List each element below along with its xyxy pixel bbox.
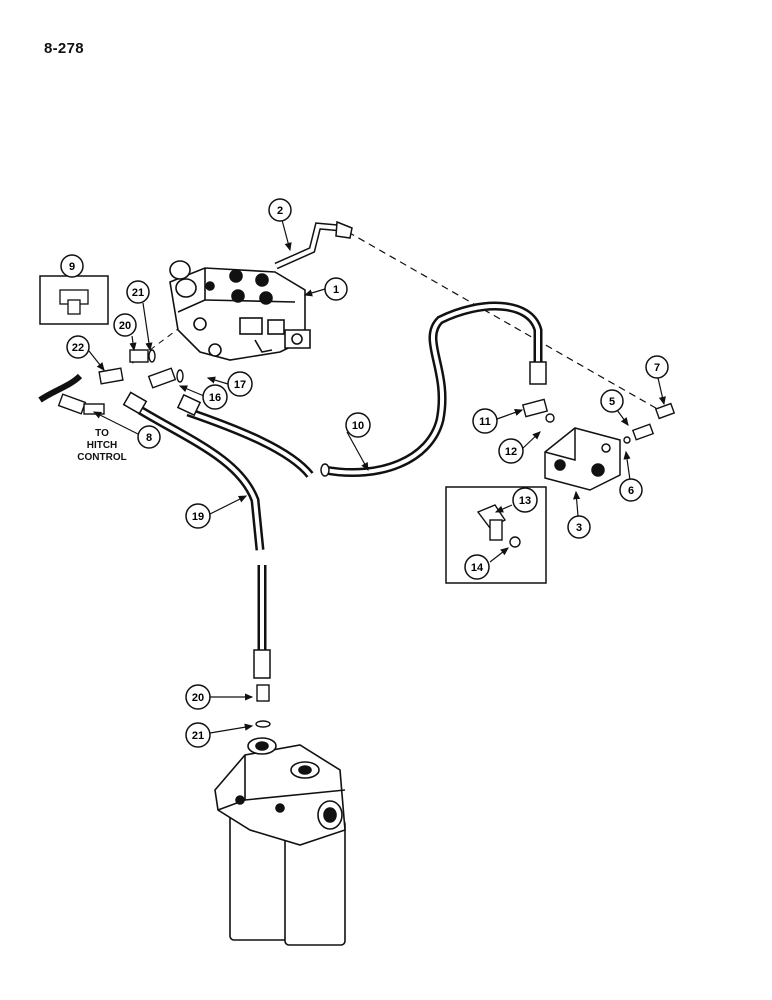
filter-assembly bbox=[214, 737, 346, 946]
block-3 bbox=[544, 427, 621, 491]
callout-16: 16 bbox=[202, 384, 228, 410]
svg-text:7: 7 bbox=[654, 362, 660, 374]
hose-19 bbox=[122, 391, 314, 679]
hose-10 bbox=[320, 301, 547, 478]
svg-text:3: 3 bbox=[576, 522, 582, 534]
svg-text:20: 20 bbox=[192, 692, 204, 704]
callout-11: 11 bbox=[472, 408, 498, 434]
svg-text:16: 16 bbox=[209, 392, 221, 404]
control-valve bbox=[169, 260, 311, 361]
svg-text:21: 21 bbox=[132, 287, 144, 299]
fittings-right bbox=[521, 398, 676, 444]
hitch-label-line1: TO bbox=[95, 428, 109, 439]
leader-lines bbox=[88, 219, 666, 734]
callout-14: 14 bbox=[464, 554, 490, 580]
callout-6: 6 bbox=[619, 478, 643, 502]
hitch-label-line2: HITCH CONTROL bbox=[77, 440, 127, 463]
svg-text:19: 19 bbox=[192, 511, 204, 523]
svg-text:2: 2 bbox=[277, 205, 283, 217]
callout-20-upper: 20 bbox=[113, 313, 137, 337]
svg-text:14: 14 bbox=[471, 562, 484, 574]
callout-21-lower: 21 bbox=[185, 722, 211, 748]
svg-text:9: 9 bbox=[69, 261, 75, 273]
callout-3: 3 bbox=[567, 515, 591, 539]
callout-21-upper: 21 bbox=[126, 280, 150, 304]
svg-text:21: 21 bbox=[192, 730, 204, 742]
svg-text:22: 22 bbox=[72, 342, 84, 354]
callout-7: 7 bbox=[645, 355, 669, 379]
svg-text:10: 10 bbox=[352, 420, 364, 432]
svg-text:11: 11 bbox=[479, 416, 491, 428]
callout-17: 17 bbox=[227, 371, 253, 397]
tube-2 bbox=[274, 220, 353, 270]
svg-text:13: 13 bbox=[519, 495, 531, 507]
svg-text:6: 6 bbox=[628, 485, 634, 497]
svg-text:8: 8 bbox=[146, 432, 152, 444]
callout-22: 22 bbox=[66, 335, 90, 359]
callout-13: 13 bbox=[512, 487, 538, 513]
callout-12: 12 bbox=[498, 438, 524, 464]
svg-text:5: 5 bbox=[609, 396, 615, 408]
callout-19: 19 bbox=[185, 503, 211, 529]
callout-2: 2 bbox=[268, 198, 292, 222]
svg-text:20: 20 bbox=[119, 320, 131, 332]
svg-text:17: 17 bbox=[234, 379, 246, 391]
callout-20-lower: 20 bbox=[185, 684, 211, 710]
callout-8: 8 bbox=[137, 425, 161, 449]
callout-1: 1 bbox=[324, 277, 348, 301]
hitch-control-label: TO HITCH CONTROL bbox=[66, 428, 138, 464]
svg-text:1: 1 bbox=[333, 284, 339, 296]
inset-box-9 bbox=[39, 275, 109, 325]
svg-text:12: 12 bbox=[505, 446, 517, 458]
fittings-left bbox=[38, 349, 184, 415]
alignment-dashed-line bbox=[347, 231, 669, 416]
fittings-lower bbox=[255, 684, 271, 728]
page-number: 8-278 bbox=[44, 40, 84, 57]
callout-9: 9 bbox=[60, 254, 84, 278]
callout-10: 10 bbox=[345, 412, 371, 438]
callout-5: 5 bbox=[600, 389, 624, 413]
